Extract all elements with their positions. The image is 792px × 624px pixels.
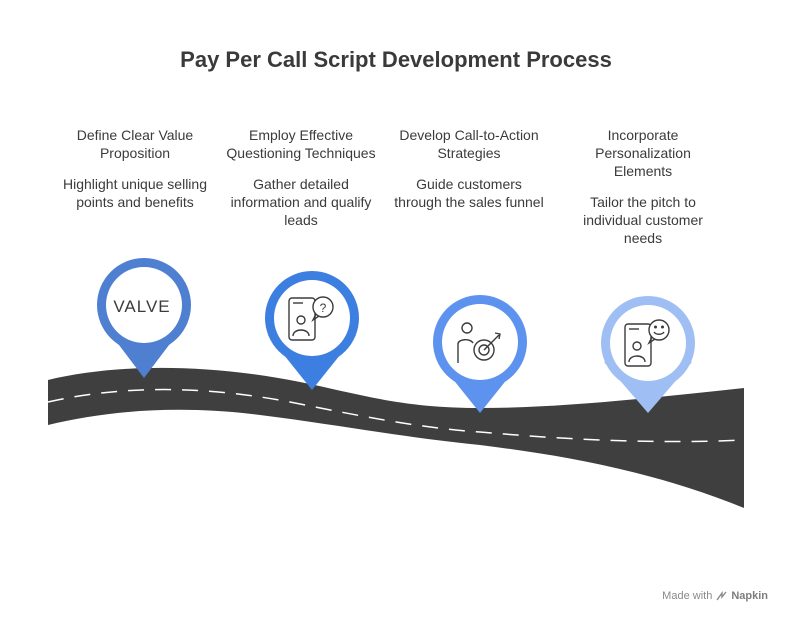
step-2-description: Gather detailed information and qualify … bbox=[230, 176, 372, 228]
step-4-description: Tailor the pitch to individual customer … bbox=[583, 194, 703, 246]
svg-text:?: ? bbox=[320, 301, 327, 315]
napkin-logo-icon bbox=[716, 590, 727, 600]
step-3-text: Develop Call-to-Action Strategies Guide … bbox=[394, 126, 544, 211]
person-question-icon: ? bbox=[288, 296, 334, 341]
step-4-heading: Incorporate Personalization Elements bbox=[595, 127, 691, 179]
step-1-text: Define Clear Value Proposition Highlight… bbox=[60, 126, 210, 211]
target-arrow-icon bbox=[457, 322, 501, 363]
step-4-pin bbox=[601, 296, 695, 413]
step-3-description: Guide customers through the sales funnel bbox=[394, 176, 544, 210]
napkin-brand: Napkin bbox=[731, 590, 768, 602]
person-smile-icon bbox=[624, 319, 670, 367]
step-2-pin: ? bbox=[265, 271, 359, 390]
step-1-description: Highlight unique selling points and bene… bbox=[63, 176, 207, 210]
step-2-text: Employ Effective Questioning Techniques … bbox=[226, 126, 376, 229]
road-center-line bbox=[47, 388, 745, 443]
step-3-heading: Develop Call-to-Action Strategies bbox=[399, 127, 539, 161]
value-text-icon: VALVE bbox=[113, 297, 170, 316]
road bbox=[48, 367, 744, 508]
step-4-text: Incorporate Personalization Elements Tai… bbox=[568, 126, 718, 247]
footer-attribution: Made with Napkin bbox=[662, 590, 768, 602]
step-1-heading: Define Clear Value Proposition bbox=[76, 127, 194, 161]
diagram-title: Pay Per Call Script Development Process bbox=[180, 47, 612, 72]
step-2-heading: Employ Effective Questioning Techniques bbox=[226, 127, 376, 161]
made-with-text: Made with bbox=[662, 590, 713, 602]
value-icon-text: VALVE bbox=[113, 297, 170, 316]
step-3-pin bbox=[433, 295, 527, 413]
step-1-pin: VALVE bbox=[97, 258, 191, 378]
